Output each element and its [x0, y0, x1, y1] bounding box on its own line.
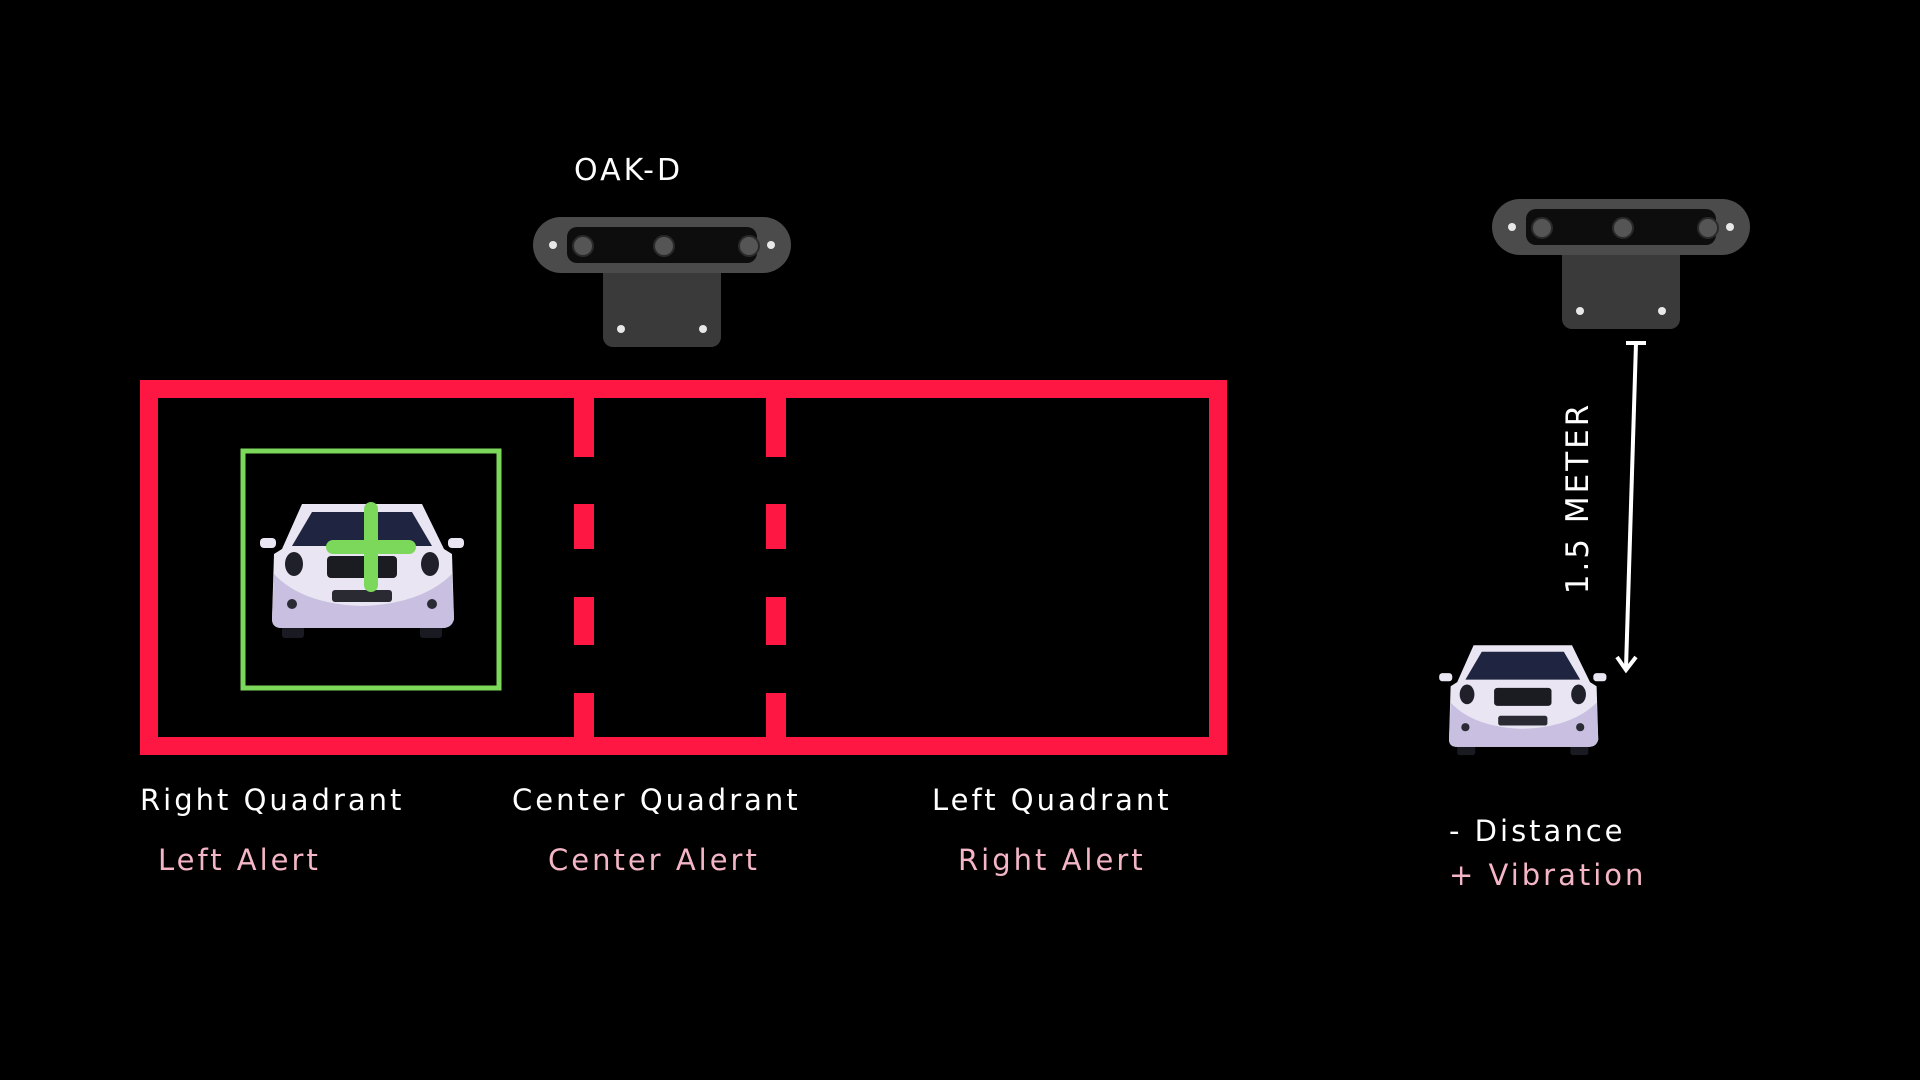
divider-right [766, 389, 786, 746]
alert-label-left: Left Alert [158, 843, 321, 877]
car-front-icon [260, 504, 464, 638]
double-ended-arrow-icon [1615, 341, 1646, 674]
quadrant-label-left: Left Quadrant [932, 783, 1172, 817]
distance-text: - Distance [1449, 814, 1626, 848]
camera-label: OAK-D [574, 153, 684, 188]
oak-d-camera-icon [533, 217, 791, 347]
alert-label-center: Center Alert [548, 843, 760, 877]
distance-measure-label: 1.5 METER [1560, 401, 1596, 595]
vibration-text: + Vibration [1449, 858, 1647, 892]
divider-left [574, 389, 594, 746]
detection-box [240, 448, 502, 691]
alert-label-right: Right Alert [958, 843, 1146, 877]
quadrant-label-center: Center Quadrant [512, 783, 801, 817]
quadrant-label-right: Right Quadrant [140, 783, 405, 817]
plus-marker-icon [326, 502, 416, 592]
oak-d-camera-icon [1492, 199, 1750, 329]
detection-zone-border [140, 380, 1227, 755]
car-front-icon [1439, 645, 1607, 756]
